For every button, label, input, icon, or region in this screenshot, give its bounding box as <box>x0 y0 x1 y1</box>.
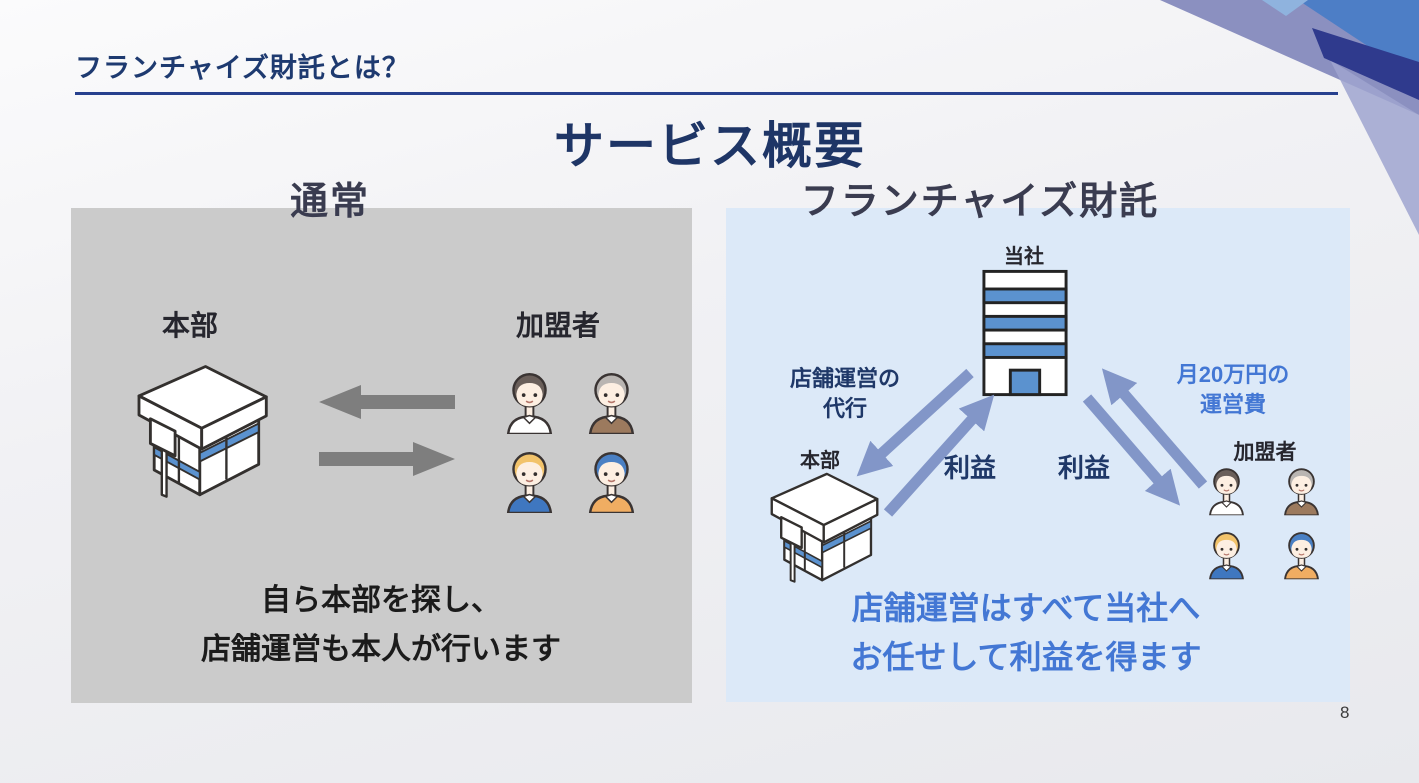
franchisee-avatar <box>1279 462 1324 516</box>
zaitaku-hq-label: 本部 <box>800 450 840 472</box>
franchisee-avatar <box>581 366 642 434</box>
zaitaku-description: 店舗運営はすべて当社へ お任せして利益を得ます <box>850 584 1201 682</box>
profit-label-left: 利益 <box>943 453 997 483</box>
heading-underline <box>75 92 1338 95</box>
profit-label-right: 利益 <box>1057 453 1111 483</box>
zaitaku-description-line1: 店舗運営はすべて当社へ <box>851 590 1201 626</box>
corner-lavender-wedge <box>1330 60 1419 235</box>
normal-description: 自ら本部を探し、 店舗運営も本人が行います <box>201 576 561 674</box>
normal-description-line1: 自ら本部を探し、 <box>261 584 501 617</box>
franchisee-avatar <box>499 366 560 434</box>
fee-flow-label: 月20万円の 運営費 <box>1177 360 1289 420</box>
operation-flow-label-line2: 代行 <box>822 396 868 421</box>
normal-franchisee-label: 加盟者 <box>515 310 601 341</box>
operation-flow-label-line1: 店舗運営の <box>789 366 901 391</box>
corner-navy-band <box>1312 28 1419 100</box>
exchange-arrows <box>319 385 455 476</box>
zaitaku-franchisee-label: 加盟者 <box>1233 441 1297 464</box>
normal-panel-heading: 通常 <box>289 181 371 223</box>
normal-hq-label: 本部 <box>161 310 219 341</box>
franchisee-avatar <box>1204 462 1249 516</box>
franchisee-avatar <box>1279 526 1324 580</box>
right-arrow-icon <box>319 442 455 476</box>
fee-flow-label-line2: 運営費 <box>1199 392 1267 417</box>
franchisee-avatar <box>499 445 560 513</box>
zaitaku-description-line2: お任せして利益を得ます <box>850 639 1202 675</box>
franchisee-avatar <box>1204 526 1249 580</box>
franchisee-avatar <box>581 445 642 513</box>
store-icon <box>120 358 272 508</box>
page-number: 8 <box>1340 703 1350 722</box>
zaitaku-franchisee-avatars <box>1204 462 1324 580</box>
slide-title: サービス概要 <box>554 118 866 174</box>
page-heading: フランチャイズ財託とは？ <box>75 53 410 83</box>
corner-decoration <box>1160 0 1419 235</box>
zaitaku-panel-heading: フランチャイズ財託 <box>800 181 1160 223</box>
normal-franchisee-avatars <box>499 366 642 513</box>
left-arrow-icon <box>319 385 455 419</box>
company-building-icon <box>981 268 1069 398</box>
corner-lightblue-triangle <box>1262 0 1308 16</box>
store-icon-small <box>756 468 882 590</box>
normal-description-line2: 店舗運営も本人が行います <box>201 633 561 666</box>
company-label: 当社 <box>1004 246 1044 268</box>
fee-flow-label-line1: 月20万円の <box>1176 362 1290 387</box>
operation-flow-label: 店舗運営の 代行 <box>790 364 900 424</box>
